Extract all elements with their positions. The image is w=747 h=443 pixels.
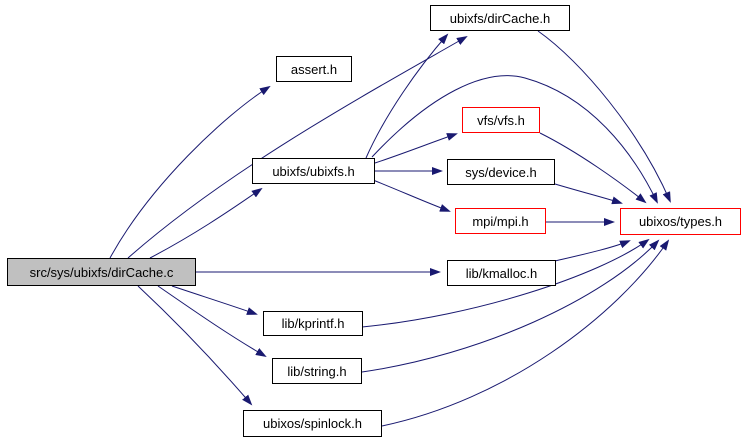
node-lib-kmalloc-h[interactable]: lib/kmalloc.h xyxy=(447,260,556,286)
node-ubixfs-ubixfs-h[interactable]: ubixfs/ubixfs.h xyxy=(252,158,375,184)
edge-dircache_c-to-kprintf_h xyxy=(171,285,258,315)
edge-ubixfs_h-to-dircache_h xyxy=(365,33,449,159)
node-lib-string-h[interactable]: lib/string.h xyxy=(272,358,362,384)
edge-dircache_h-to-types_h xyxy=(537,30,671,203)
edge-dircache_c-to-spinlock_h xyxy=(137,285,253,406)
edge-device_h-to-types_h xyxy=(554,183,623,205)
edge-string_h-to-types_h xyxy=(361,239,660,373)
edge-dircache_c-to-dircache_h xyxy=(127,36,468,259)
edge-ubixfs_h-to-vfs_h xyxy=(374,133,458,164)
node-ubixos-spinlock-h[interactable]: ubixos/spinlock.h xyxy=(243,410,382,437)
node-vfs-vfs-h[interactable]: vfs/vfs.h xyxy=(462,107,540,133)
node-lib-kprintf-h[interactable]: lib/kprintf.h xyxy=(263,311,363,336)
edge-spinlock_h-to-types_h xyxy=(381,239,670,427)
node-mpi-mpi-h[interactable]: mpi/mpi.h xyxy=(455,208,546,234)
node-sys-device-h[interactable]: sys/device.h xyxy=(447,159,555,185)
edge-vfs_h-to-types_h xyxy=(539,132,647,204)
node-ubixfs-dircache-h[interactable]: ubixfs/dirCache.h xyxy=(430,5,570,31)
edge-ubixfs_h-to-types_h xyxy=(371,75,658,204)
node-ubixos-types-h[interactable]: ubixos/types.h xyxy=(620,208,741,235)
edge-kmalloc_h-to-types_h xyxy=(554,240,631,262)
node-assert-h[interactable]: assert.h xyxy=(276,56,352,82)
node-src-sys-ubixfs-dircache-c: src/sys/ubixfs/dirCache.c xyxy=(7,258,196,286)
edge-kprintf_h-to-types_h xyxy=(361,238,650,328)
edge-dircache_c-to-assert_h xyxy=(109,85,271,259)
edge-ubixfs_h-to-mpi_h xyxy=(372,179,451,212)
edge-dircache_c-to-ubixfs_h xyxy=(149,187,263,259)
edge-dircache_c-to-string_h xyxy=(157,285,267,357)
